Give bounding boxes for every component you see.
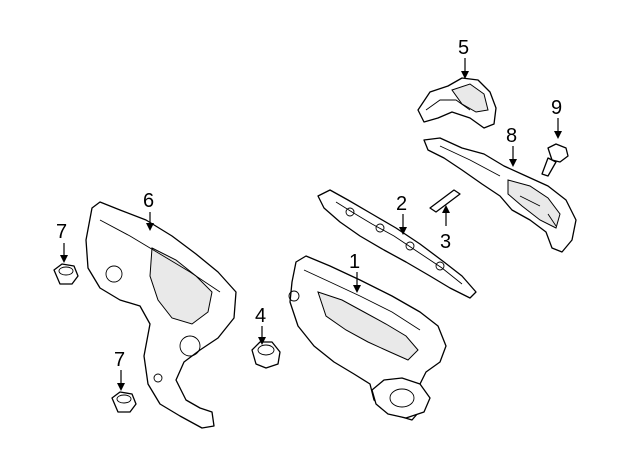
callout-9: 9: [551, 97, 562, 119]
part-5-upper-heat-shield: [417, 77, 497, 129]
callout-3: 3: [440, 231, 451, 253]
part-1-exhaust-manifold: [288, 255, 447, 421]
callout-arrows: [60, 58, 562, 391]
callout-labels: 1 2 3 4 5 6 7 7 8 9: [56, 37, 562, 371]
part-7-nut-lower: [111, 391, 137, 413]
callout-5: 5: [458, 37, 469, 59]
part-3-stud: [429, 189, 461, 213]
callout-7-lower: 7: [114, 349, 125, 371]
callout-8: 8: [506, 125, 517, 147]
part-2-gasket: [317, 189, 477, 299]
part-8-lower-heat-shield: [423, 137, 577, 253]
callout-7-upper: 7: [56, 221, 67, 243]
callout-2: 2: [396, 193, 407, 215]
part-7-nut-upper: [53, 263, 79, 285]
part-6-left-heat-shield: [85, 201, 237, 429]
part-9-bolt: [541, 143, 569, 177]
callout-1: 1: [349, 251, 360, 273]
callout-4: 4: [255, 305, 266, 327]
callout-6: 6: [143, 190, 154, 212]
part-4-nut: [251, 341, 281, 369]
